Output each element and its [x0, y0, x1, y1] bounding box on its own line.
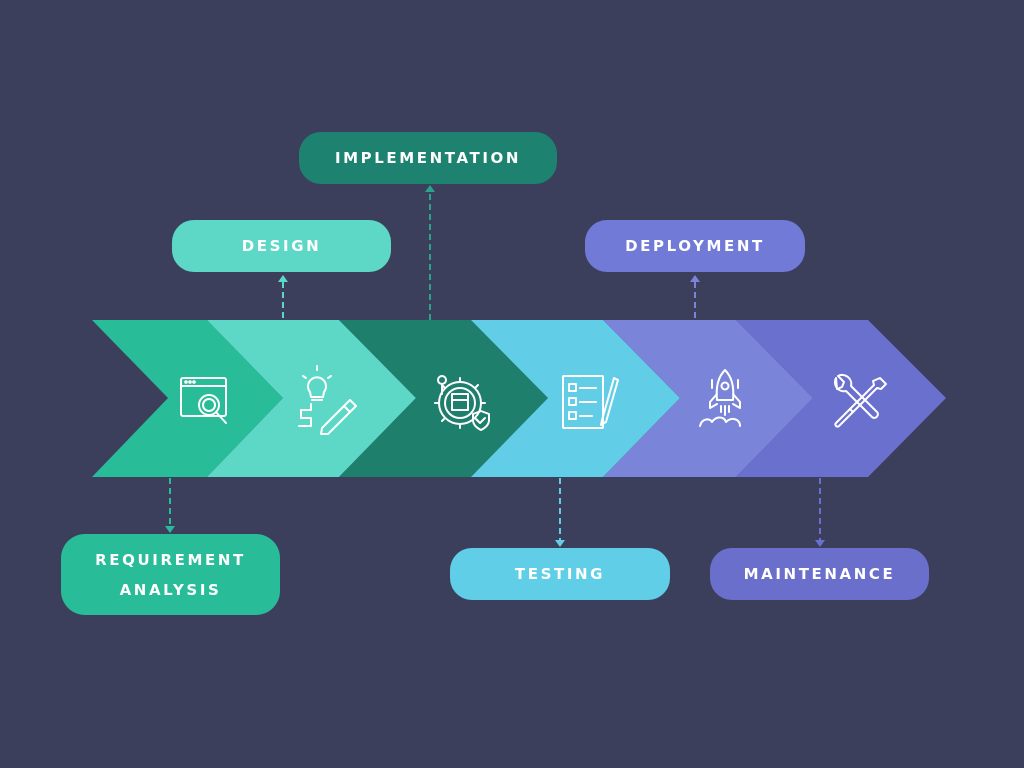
arrowhead-testing [555, 540, 565, 547]
connectors [169, 193, 821, 540]
arrowhead-requirement [165, 526, 175, 533]
stage-box-requirement-analysis: REQUIREMENT ANALYSIS [61, 534, 280, 615]
chevron-deployment [603, 320, 813, 477]
rocket-icon [699, 369, 741, 427]
chevron-maintenance [736, 320, 946, 477]
lightbulb-pencil-icon [298, 365, 357, 435]
stage-label-design: DESIGN [241, 237, 322, 255]
gear-shield-icon [434, 375, 490, 431]
arrowhead-design [278, 275, 288, 282]
stage-box-deployment: DEPLOYMENT [585, 220, 805, 272]
stage-label-maintenance: MAINTENANCE [743, 565, 896, 583]
stage-box-implementation: IMPLEMENTATION [299, 132, 557, 184]
stage-label-testing: TESTING [514, 565, 606, 583]
arrowhead-deployment [690, 275, 700, 282]
stage-box-maintenance: MAINTENANCE [710, 548, 929, 600]
arrowhead-maintenance [815, 540, 825, 547]
browser-search-icon [180, 377, 227, 424]
chevron-band [92, 320, 946, 477]
chevron-requirement [92, 320, 283, 477]
stage-box-design: DESIGN [172, 220, 391, 272]
arrowhead-implementation [425, 185, 435, 192]
stage-label-implementation: IMPLEMENTATION [334, 149, 522, 167]
arrowheads [165, 185, 825, 547]
stage-label-deployment: DEPLOYMENT [625, 237, 765, 255]
checklist-icon [562, 375, 619, 429]
chevron-design [207, 320, 416, 477]
chevron-implementation [339, 320, 548, 477]
stage-box-testing: TESTING [450, 548, 670, 600]
stage-label-requirement-analysis: REQUIREMENT ANALYSIS [95, 550, 246, 599]
wrench-screwdriver-icon [833, 373, 887, 428]
